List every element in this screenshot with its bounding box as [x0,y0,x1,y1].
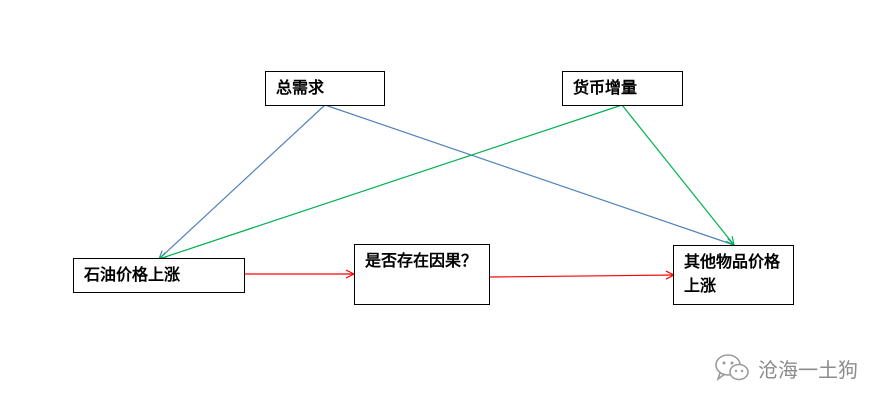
edge-demand-to-other-goods [324,104,734,245]
edge-money-to-other-goods [621,104,734,245]
node-money-increase: 货币增量 [562,71,683,106]
edge-causal-to-other-goods [489,275,674,277]
wechat-icon [714,353,750,383]
node-other-goods-price-up: 其他物品价格上涨 [673,245,794,305]
node-aggregate-demand: 总需求 [265,71,385,106]
edge-money-to-oil [159,104,623,259]
node-oil-price-up: 石油价格上涨 [73,258,245,293]
watermark-text: 沧海一土狗 [758,357,858,382]
watermark: 沧海一土狗 [714,353,858,383]
node-causal-question: 是否存在因果？ [354,244,490,305]
edge-demand-to-oil [159,104,326,259]
